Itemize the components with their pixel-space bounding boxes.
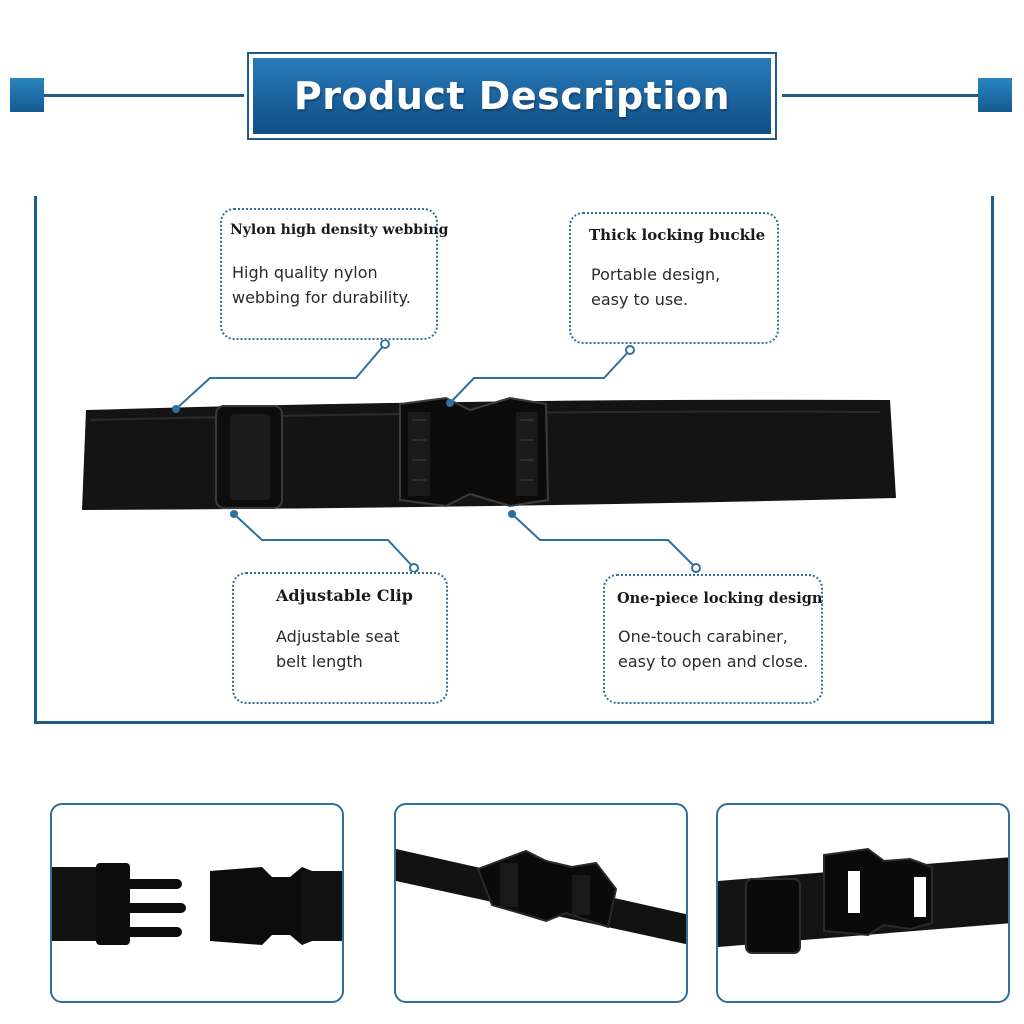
buckle-open-illustration bbox=[52, 863, 342, 945]
leader-webbing bbox=[175, 343, 386, 410]
callout-clip: Adjustable Clip Adjustable seat belt len… bbox=[232, 572, 448, 704]
header-square-right bbox=[978, 78, 1012, 112]
leader-buckle bbox=[449, 349, 631, 404]
callout-buckle: Thick locking buckle Portable design, ea… bbox=[569, 212, 779, 344]
buckle-clip-illustration bbox=[718, 847, 1008, 954]
leader-locking bbox=[511, 513, 697, 569]
adjustable-clip-shape bbox=[215, 405, 283, 509]
buckle-closed-illustration bbox=[396, 849, 686, 945]
callout-webbing-line1: High quality nylon bbox=[232, 263, 378, 282]
header-square-left bbox=[10, 78, 44, 112]
callout-webbing: Nylon high density webbing High quality … bbox=[220, 208, 448, 340]
callout-buckle-title: Thick locking buckle bbox=[589, 226, 766, 244]
header-line-left bbox=[44, 94, 244, 97]
callout-buckle-line2: easy to use. bbox=[591, 290, 689, 309]
photo-buckle-open bbox=[50, 803, 344, 1003]
page-title: Product Description bbox=[293, 74, 731, 118]
callout-clip-line1: Adjustable seat bbox=[276, 627, 400, 646]
callout-locking: One-piece locking design One-touch carab… bbox=[603, 574, 823, 704]
header-banner: Product Description bbox=[247, 52, 777, 140]
product-frame bbox=[34, 196, 994, 724]
callout-clip-line2: belt length bbox=[276, 652, 363, 671]
photo-buckle-closed bbox=[394, 803, 688, 1003]
callout-webbing-line2: webbing for durability. bbox=[232, 288, 411, 307]
callout-locking-title: One-piece locking design bbox=[617, 590, 823, 607]
callout-clip-title: Adjustable Clip bbox=[276, 586, 413, 605]
callout-locking-line2: easy to open and close. bbox=[618, 652, 809, 671]
buckle-shape bbox=[399, 396, 550, 508]
leader-clip bbox=[233, 513, 415, 569]
callout-locking-line1: One-touch carabiner, bbox=[618, 627, 788, 646]
header-line-right bbox=[782, 94, 980, 97]
callout-buckle-line1: Portable design, bbox=[591, 265, 721, 284]
callout-webbing-title: Nylon high density webbing bbox=[230, 222, 449, 238]
photo-buckle-clip bbox=[716, 803, 1010, 1003]
